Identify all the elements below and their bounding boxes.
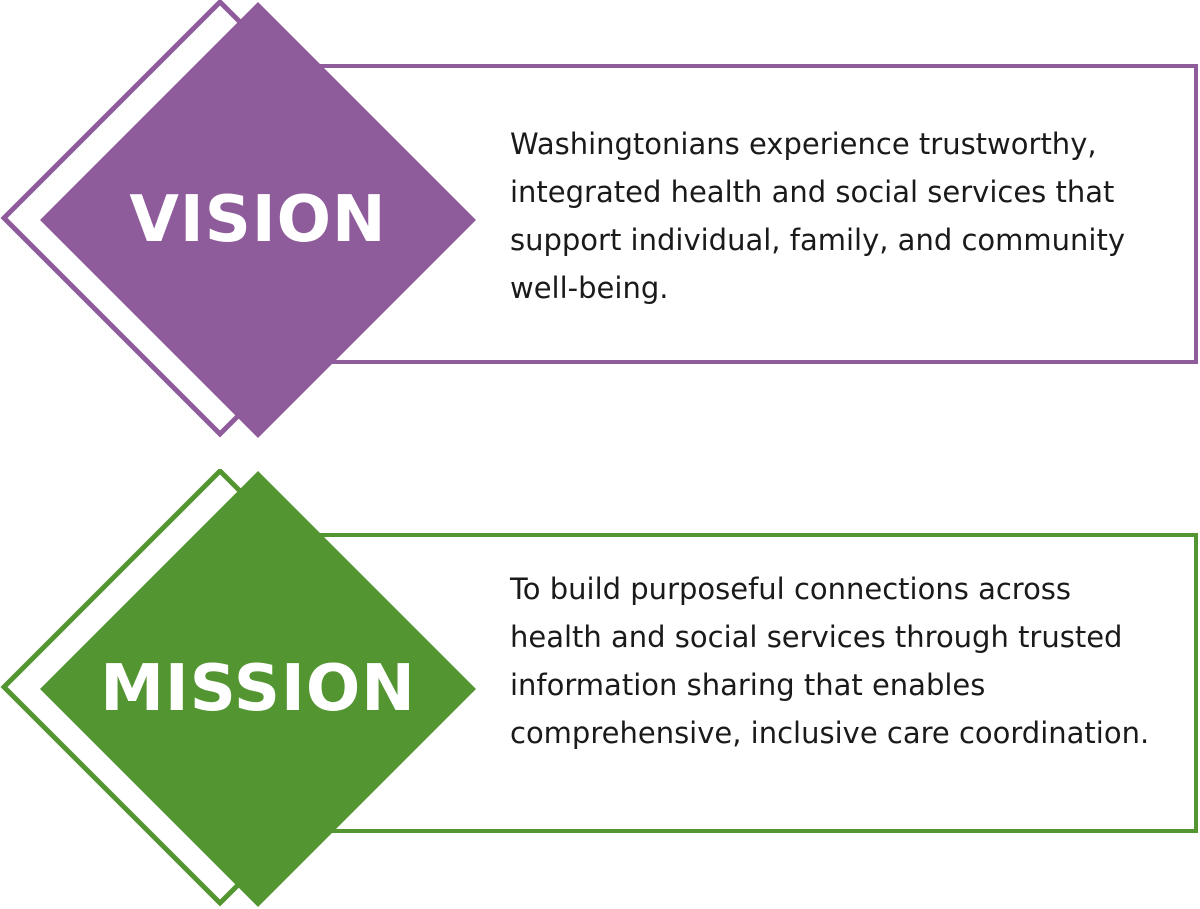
vision-statement: Washingtonians experience trustworthy, i… [510, 127, 1125, 305]
vision-graphic [0, 0, 1198, 438]
mission-diamond [40, 471, 476, 907]
mission-graphic [0, 469, 1198, 907]
mission-statement: To build purposeful connections across h… [510, 572, 1150, 750]
mission-panel: MISSION To build purposeful connections … [0, 469, 1200, 909]
vision-panel: VISION Washingtonians experience trustwo… [0, 0, 1200, 440]
vision-diamond [40, 2, 476, 438]
